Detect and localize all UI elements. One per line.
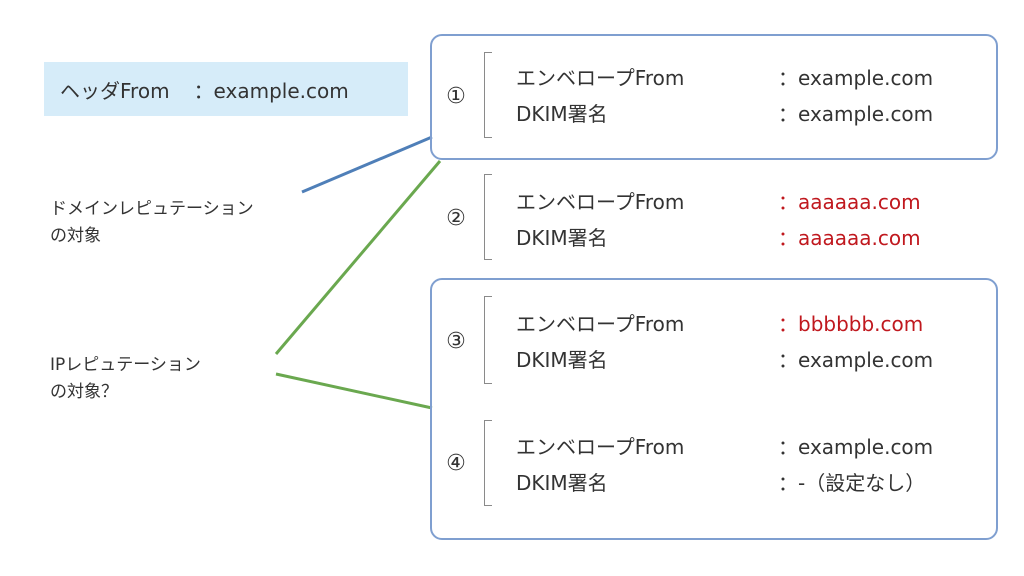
case-3-4-frame	[430, 278, 998, 540]
case-3-dkim-label: DKIM署名	[516, 348, 608, 372]
case-1-dkim-label: DKIM署名	[516, 102, 608, 126]
case-1-frame	[430, 34, 998, 160]
case-3-bracket	[484, 296, 492, 384]
ip-reputation-note: IPレピュテーション の対象？	[50, 352, 201, 406]
header-from-value: ：example.com	[193, 78, 349, 103]
domain-reputation-note-line1: ドメインレピュテーション	[50, 199, 254, 219]
ip-reputation-connector-lower	[275, 372, 433, 410]
case-2-bracket	[484, 174, 492, 260]
case-2-number: ②	[446, 206, 466, 231]
header-from-box: ヘッダFrom ：example.com	[44, 62, 408, 116]
case-4-envelope-label: エンベロープFrom	[516, 435, 685, 459]
case-4-dkim-label: DKIM署名	[516, 471, 608, 495]
ip-reputation-note-line2: の対象？	[50, 382, 118, 402]
case-2-envelope-value: ：aaaaaa.com	[778, 190, 921, 214]
case-4-envelope-value: ：example.com	[778, 435, 934, 459]
ip-reputation-note-line1: IPレピュテーション	[50, 355, 201, 375]
case-3-envelope-label: エンベロープFrom	[516, 312, 685, 336]
case-1-number: ①	[446, 84, 466, 109]
case-1-envelope-value: ：example.com	[778, 66, 934, 90]
case-1-bracket	[484, 52, 492, 138]
case-4-number: ④	[446, 451, 466, 476]
case-2-dkim-value: ：aaaaaa.com	[778, 226, 921, 250]
case-1-dkim-value: ：example.com	[778, 102, 934, 126]
domain-reputation-connector	[301, 135, 433, 194]
case-2-dkim-label: DKIM署名	[516, 226, 608, 250]
case-2-envelope-label: エンベロープFrom	[516, 190, 685, 214]
case-3-number: ③	[446, 329, 466, 354]
case-4-dkim-value: ：-（設定なし）	[778, 471, 926, 495]
case-4-bracket	[484, 420, 492, 506]
header-from-label: ヘッダFrom	[60, 78, 170, 103]
case-3-envelope-value: ：bbbbbb.com	[778, 312, 924, 336]
case-1-envelope-label: エンベロープFrom	[516, 66, 685, 90]
domain-reputation-note-line2: の対象	[50, 226, 101, 246]
ip-reputation-connector-upper	[274, 160, 442, 355]
case-3-dkim-value: ：example.com	[778, 348, 934, 372]
domain-reputation-note: ドメインレピュテーション の対象	[50, 196, 254, 250]
